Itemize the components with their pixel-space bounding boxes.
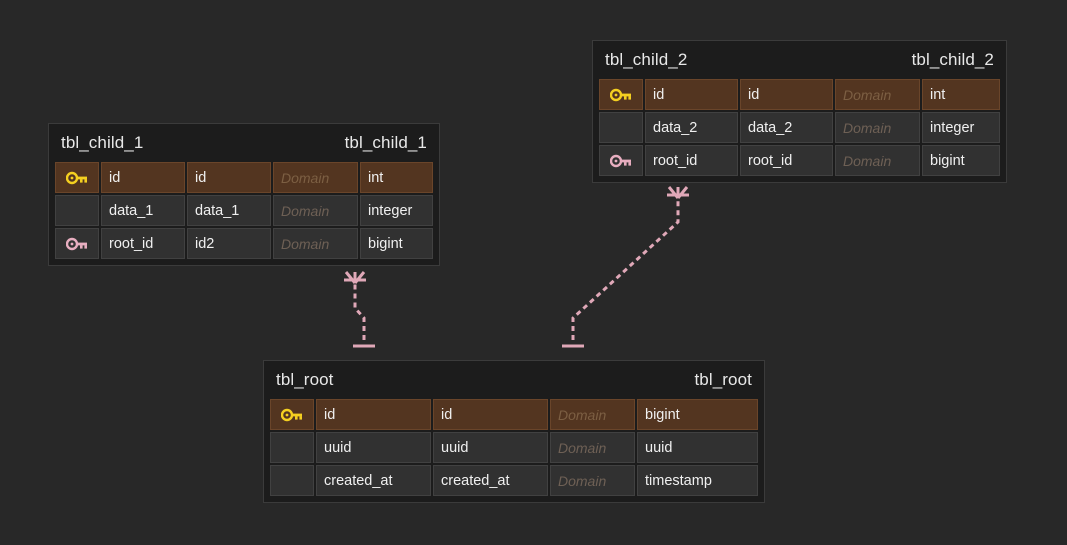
column-name[interactable]: data_2 [645,112,738,143]
column-row[interactable]: uuid uuid Domain uuid [270,432,758,463]
foreign-key-icon [610,154,631,167]
column-alias[interactable]: id [433,399,548,430]
relationship-line [353,283,366,340]
entity-header[interactable]: tbl_child_1 tbl_child_1 [49,124,439,162]
relationship-line [571,198,680,340]
column-row[interactable]: id id Domain int [55,162,433,193]
entity-header[interactable]: tbl_child_2 tbl_child_2 [593,41,1006,79]
column-domain[interactable]: Domain [550,399,635,430]
column-name[interactable]: id [316,399,431,430]
primary-key-cell[interactable] [599,79,643,110]
column-alias[interactable]: root_id [740,145,833,176]
column-name[interactable]: root_id [101,228,185,259]
column-name[interactable]: id [101,162,185,193]
column-row[interactable]: root_id root_id Domain bigint [599,145,1000,176]
entity-columns: id id Domain int data_1 data_1 Domain in… [49,162,439,259]
column-type[interactable]: integer [922,112,1000,143]
column-type[interactable]: bigint [922,145,1000,176]
column-domain[interactable]: Domain [835,145,920,176]
key-cell-empty[interactable] [270,465,314,496]
column-alias[interactable]: created_at [433,465,548,496]
column-alias[interactable]: data_2 [740,112,833,143]
entity-alias: tbl_root [694,370,752,389]
column-name[interactable]: data_1 [101,195,185,226]
column-domain[interactable]: Domain [273,195,358,226]
column-alias[interactable]: id2 [187,228,271,259]
foreign-key-icon [66,237,87,250]
column-domain[interactable]: Domain [273,162,358,193]
entity-columns: id id Domain bigint uuid uuid Domain uui… [264,399,764,496]
crowsfoot-many-marker [667,186,689,199]
relationship-root-to-child1[interactable] [344,271,375,348]
column-domain[interactable]: Domain [550,465,635,496]
foreign-key-cell[interactable] [55,228,99,259]
column-name[interactable]: id [645,79,738,110]
column-type[interactable]: int [360,162,433,193]
foreign-key-cell[interactable] [599,145,643,176]
column-row[interactable]: root_id id2 Domain bigint [55,228,433,259]
column-row[interactable]: data_2 data_2 Domain integer [599,112,1000,143]
entity-columns: id id Domain int data_2 data_2 Domain in… [593,79,1006,176]
column-type[interactable]: int [922,79,1000,110]
primary-key-icon [66,171,87,184]
entity-header[interactable]: tbl_root tbl_root [264,361,764,399]
key-cell-empty[interactable] [270,432,314,463]
column-type[interactable]: timestamp [637,465,758,496]
column-row[interactable]: data_1 data_1 Domain integer [55,195,433,226]
column-row[interactable]: created_at created_at Domain timestamp [270,465,758,496]
column-name[interactable]: uuid [316,432,431,463]
primary-key-icon [610,88,631,101]
column-alias[interactable]: id [740,79,833,110]
relationship-root-to-child2[interactable] [562,186,689,348]
column-row[interactable]: id id Domain int [599,79,1000,110]
column-row[interactable]: id id Domain bigint [270,399,758,430]
entity-tbl-child-1[interactable]: tbl_child_1 tbl_child_1 id id Domain in [48,123,440,266]
key-cell-empty[interactable] [55,195,99,226]
entity-title: tbl_child_2 [605,50,688,69]
entity-title: tbl_child_1 [61,133,144,152]
column-alias[interactable]: id [187,162,271,193]
entity-alias: tbl_child_2 [911,50,994,69]
entity-tbl-child-2[interactable]: tbl_child_2 tbl_child_2 id id Domain in [592,40,1007,183]
column-type[interactable]: bigint [360,228,433,259]
crowsfoot-many-marker [344,271,366,284]
column-type[interactable]: bigint [637,399,758,430]
entity-tbl-root[interactable]: tbl_root tbl_root id id Domain bigint [263,360,765,503]
entity-title: tbl_root [276,370,334,389]
column-domain[interactable]: Domain [550,432,635,463]
column-type[interactable]: uuid [637,432,758,463]
key-cell-empty[interactable] [599,112,643,143]
primary-key-cell[interactable] [55,162,99,193]
column-domain[interactable]: Domain [835,112,920,143]
column-domain[interactable]: Domain [273,228,358,259]
column-name[interactable]: created_at [316,465,431,496]
column-alias[interactable]: uuid [433,432,548,463]
primary-key-icon [281,408,302,421]
column-name[interactable]: root_id [645,145,738,176]
column-type[interactable]: integer [360,195,433,226]
primary-key-cell[interactable] [270,399,314,430]
column-domain[interactable]: Domain [835,79,920,110]
column-alias[interactable]: data_1 [187,195,271,226]
entity-alias: tbl_child_1 [344,133,427,152]
